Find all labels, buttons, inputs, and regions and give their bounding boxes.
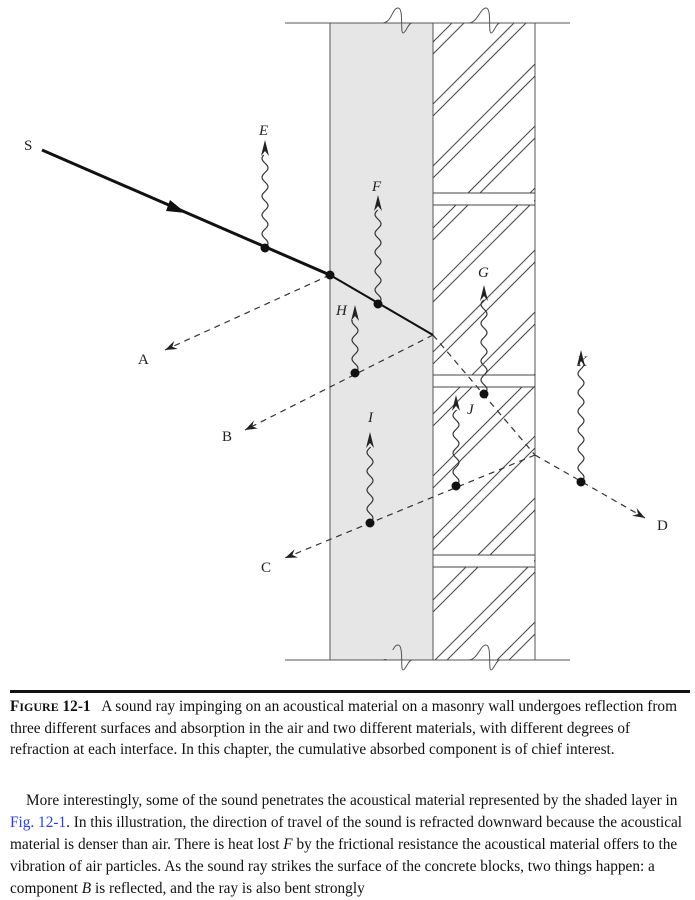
caption-text: A sound ray impinging on an acoustical m…: [10, 698, 677, 758]
interaction-point: [373, 299, 383, 309]
transmitted-ray-d: [534, 454, 646, 519]
hatch-line: [433, 447, 535, 551]
wave-f: [374, 209, 382, 305]
bottom-break-line: [285, 644, 570, 671]
hatch-line: [433, 75, 535, 179]
ray-direction-arrow: [166, 200, 186, 213]
hatch-line: [433, 261, 535, 365]
wave-h: [351, 319, 359, 374]
hatch-line: [496, 621, 535, 660]
arrowhead: [245, 420, 258, 430]
label-c: C: [261, 560, 271, 576]
top-break-line: [285, 7, 570, 34]
wave-e: [261, 154, 269, 249]
wave-j: [452, 409, 460, 487]
hatch-line: [434, 559, 535, 660]
variable-b: B: [81, 880, 92, 897]
reflected-ray-a: [164, 274, 331, 351]
label-e: E: [258, 123, 268, 139]
interaction-point: [325, 270, 335, 280]
arrowhead: [452, 395, 460, 411]
concrete-block-wall: [432, 22, 536, 661]
hatch-line: [433, 23, 453, 43]
arrowhead: [374, 195, 382, 211]
body-text: . In this illustration, the direction of…: [10, 814, 683, 853]
arrowhead: [261, 140, 269, 156]
interaction-point: [365, 518, 375, 528]
arrowhead: [577, 350, 585, 366]
incident-ray: [41, 148, 331, 277]
wave-k: [577, 364, 585, 483]
label-d: D: [657, 518, 668, 534]
label-i: I: [367, 410, 374, 426]
hatch-line: [433, 23, 515, 105]
figure-caption: FIGURE 12-1 A sound ray impinging on an …: [10, 696, 690, 760]
hatch-line: [433, 137, 535, 241]
sound-ray-diagram: S A B C D E F G H I J K: [24, 7, 668, 671]
hatch-line: [433, 249, 535, 353]
arrowhead: [480, 285, 488, 301]
arrowhead: [165, 340, 178, 350]
variable-f: F: [283, 836, 293, 853]
hatch-line: [446, 571, 535, 660]
hatch-line: [433, 199, 535, 303]
body-paragraph: More interestingly, some of the sound pe…: [10, 790, 690, 900]
wave-g: [480, 299, 488, 395]
hatch-line: [433, 311, 535, 415]
hatch-line: [433, 385, 535, 489]
arrowhead: [632, 508, 645, 518]
hatch-line: [508, 633, 535, 660]
label-f: F: [371, 179, 382, 195]
figure-link[interactable]: Fig. 12-1: [10, 814, 67, 831]
reflected-ray-c: [284, 454, 536, 559]
label-k: K: [576, 354, 588, 370]
body-text: More interestingly, some of the sound pe…: [26, 792, 678, 809]
reflected-ray-b: [244, 334, 434, 431]
body-text: is reflected, and the ray is also bent s…: [91, 880, 365, 897]
interaction-point: [260, 243, 270, 253]
hatch-line: [433, 63, 535, 167]
interaction-point: [451, 481, 461, 491]
hatch-line: [433, 23, 527, 117]
hatch-line: [433, 23, 465, 55]
mortar-joint: [434, 555, 534, 567]
hatch-line: [433, 125, 535, 229]
acoustical-material-layer: [329, 22, 434, 661]
interaction-point: [576, 477, 586, 487]
label-h: H: [335, 303, 348, 319]
hatch-line: [433, 497, 535, 601]
label-g: G: [478, 265, 489, 281]
arrowhead: [285, 549, 298, 558]
figure-number: FIGURE 12-1: [10, 698, 91, 715]
caption-rule: [10, 690, 690, 693]
hatch-line: [433, 373, 535, 477]
label-a: A: [138, 352, 149, 368]
arrowhead: [366, 432, 374, 448]
label-b: B: [222, 429, 232, 445]
label-j: J: [467, 402, 475, 418]
mortar-joint: [434, 375, 534, 387]
arrowhead: [351, 305, 359, 321]
label-s: S: [24, 138, 32, 154]
hatch-line: [433, 435, 535, 539]
body-text: by the frictional resistance the acousti…: [10, 836, 678, 897]
interaction-point: [479, 389, 489, 399]
interaction-point: [350, 368, 360, 378]
mortar-joint: [434, 193, 534, 205]
wave-i: [366, 446, 374, 524]
